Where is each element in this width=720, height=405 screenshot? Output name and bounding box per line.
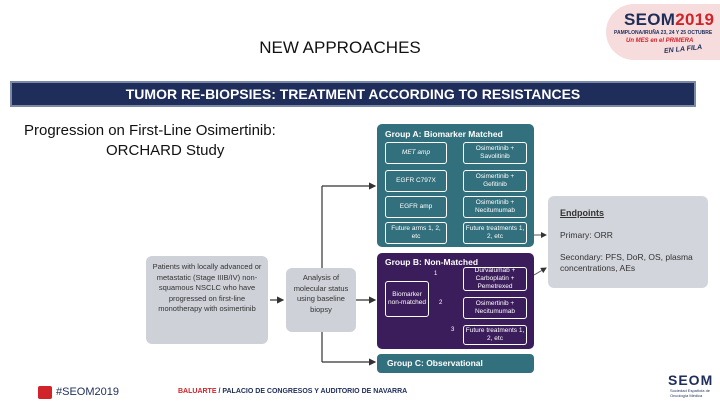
group-b-treatment-1: Durvalumab + Carboplatin + Pemetrexed [463,267,527,291]
group-a-treatment-2: Osimertinib + Gefitinib [463,170,527,192]
group-b-num-2: 2 [439,300,443,306]
group-a-biomarker-2: EGFR C797X [385,170,447,192]
slide-title: NEW APPROACHES [259,38,421,57]
patients-box: Patients with locally advanced or metast… [146,256,268,344]
seom2019-logo: SEOM2019 PAMPLONA/IRUÑA 23, 24 Y 25 OCTU… [592,4,720,60]
section-banner: TUMOR RE-BIOPSIES: TREATMENT ACCORDING T… [10,81,696,107]
seom-org-desc: Sociedad Española de Oncología Médica [670,388,711,398]
group-a-title: Group A: Biomarker Matched [385,129,503,139]
arrow-b-to-endpoints [533,267,547,276]
group-a-biomarker-3: EGFR amp [385,196,447,218]
logo-brand: SEOM2019 [624,10,714,30]
endpoints-primary: Primary: ORR [560,230,613,240]
endpoints-secondary: Secondary: PFS, DoR, OS, plasma concentr… [560,252,693,273]
group-b-biomarker: Biomarker non-matched [385,281,429,317]
hashtag-icon [38,386,52,399]
logo-brand-prefix: SEOM [624,10,676,29]
subtitle-line-1: Progression on First-Line Osimertinib: [24,122,276,139]
seom-org-logo: SEOM Sociedad Española de Oncología Médi… [668,372,714,402]
group-b-treatment-2: Osimertinib + Necitumumab [463,297,527,319]
endpoints-box: Endpoints Primary: ORR Secondary: PFS, D… [548,196,708,288]
group-c-bar: Group C: Observational [377,354,534,373]
analysis-box: Analysis of molecular status using basel… [286,268,356,332]
group-b-title: Group B: Non-Matched [385,257,479,267]
group-a-treatment-4: Future treatments 1, 2, etc [463,222,527,244]
group-a-panel: Group A: Biomarker Matched MET amp Osime… [377,124,534,247]
group-b-treatment-3: Future treatments 1, 2, etc [463,325,527,345]
subtitle-line-2: ORCHARD Study [106,142,225,159]
seom-org-name: SEOM [668,372,714,388]
group-b-num-1: 1 [434,271,438,277]
group-a-biomarker-4: Future arms 1, 2, etc [385,222,447,244]
logo-brand-year: 2019 [675,10,715,29]
group-b-num-3: 3 [451,327,455,333]
logo-background [606,4,720,60]
venue-name: / PALACIO DE CONGRESOS Y AUDITORIO DE NA… [216,388,408,395]
group-a-biomarker-1: MET amp [385,142,447,164]
group-a-treatment-3: Osimertinib + Necitumumab [463,196,527,218]
hashtag-text: #SEOM2019 [56,386,119,398]
venue-prefix: BALUARTE [178,388,217,395]
logo-dates: PAMPLONA/IRUÑA 23, 24 Y 25 OCTUBRE [614,30,713,36]
endpoints-title: Endpoints [560,208,604,218]
logo-tagline-1: Un MES en el PRIMERA [626,38,694,44]
group-a-treatment-1: Osimertinib + Savolitinib [463,142,527,164]
group-b-panel: Group B: Non-Matched Biomarker non-match… [377,253,534,349]
venue-text: BALUARTE / PALACIO DE CONGRESOS Y AUDITO… [178,388,407,395]
